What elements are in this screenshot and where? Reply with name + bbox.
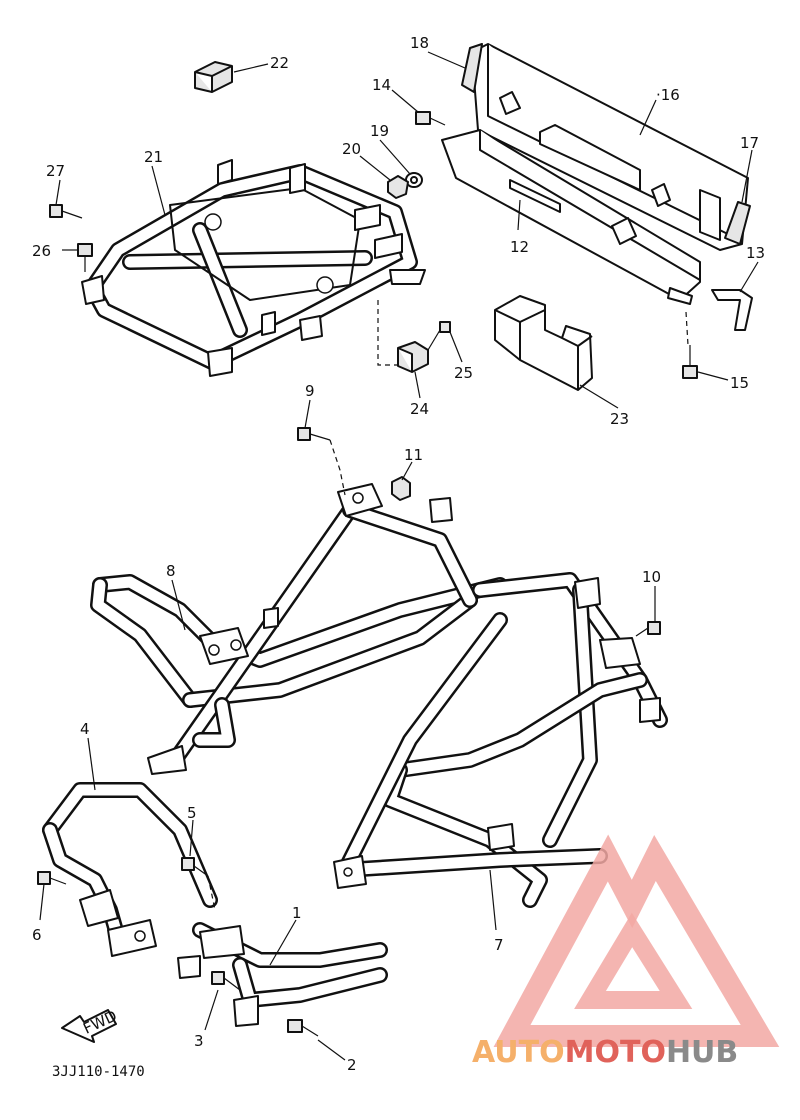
bolt-9 xyxy=(297,427,331,441)
clip-13 xyxy=(711,289,753,331)
callout-15: 15 xyxy=(730,374,749,392)
callout-12: 12 xyxy=(510,238,529,256)
watermark-text: AUTOMOTOHUB xyxy=(472,1035,738,1070)
bolt-5 xyxy=(181,857,209,877)
forward-arrow: FWD xyxy=(61,1007,120,1043)
dashed-guide-9 xyxy=(329,439,346,496)
bolt-25 xyxy=(427,321,451,351)
bolt-27 xyxy=(49,204,83,219)
watermark-text-moto: MOTO xyxy=(565,1035,666,1070)
watermark-text-hub: HUB xyxy=(666,1035,738,1070)
bolt-2 xyxy=(287,1019,319,1037)
callout-19: 19 xyxy=(370,122,389,140)
bolt-14 xyxy=(415,111,446,126)
bolt-26 xyxy=(77,243,93,272)
bolt-3 xyxy=(211,971,241,991)
callout-4: 4 xyxy=(80,720,90,738)
callout-11: 11 xyxy=(404,446,423,464)
callout-13: 13 xyxy=(746,244,765,262)
callout-22: 22 xyxy=(270,54,289,72)
nut-11 xyxy=(391,476,411,501)
cushion-23 xyxy=(494,295,593,391)
nut-20 xyxy=(387,175,409,199)
callout-20: 20 xyxy=(342,140,361,158)
callout-23: 23 xyxy=(610,410,629,428)
carrier-frame-21 xyxy=(81,159,426,377)
bolt-10 xyxy=(635,621,661,637)
callout-8: 8 xyxy=(166,562,176,580)
callout-25: 25 xyxy=(454,364,473,382)
callout-7: 7 xyxy=(494,936,504,954)
frame-8 xyxy=(90,483,508,775)
callout-18: 18 xyxy=(410,34,429,52)
callout-26: 26 xyxy=(32,242,51,260)
watermark-text-auto: AUTO xyxy=(472,1035,565,1070)
callout-14: 14 xyxy=(372,76,391,94)
bolt-6 xyxy=(37,871,67,885)
dashed-guide-5 xyxy=(207,875,216,911)
watermark-logo xyxy=(493,834,780,1047)
callout-6: 6 xyxy=(32,926,42,944)
callout-17: 17 xyxy=(740,134,759,152)
bracket-12 xyxy=(441,129,701,305)
callout-21: 21 xyxy=(144,148,163,166)
callout-24: 24 xyxy=(410,400,429,418)
cover-16 xyxy=(471,43,749,251)
forward-arrow-label: FWD xyxy=(80,1007,119,1038)
callout-3: 3 xyxy=(194,1032,204,1050)
bumper-4 xyxy=(42,782,218,957)
bumper-1 xyxy=(177,922,388,1027)
bolt-15 xyxy=(682,345,698,379)
callout-5: 5 xyxy=(187,804,197,822)
dashed-guide-24 xyxy=(377,300,398,366)
trim-18 xyxy=(461,43,483,93)
callout-1: 1 xyxy=(292,904,302,922)
callout-16: ·16 xyxy=(656,86,680,104)
callout-9: 9 xyxy=(305,382,315,400)
frame-7 xyxy=(333,572,668,908)
diagram-code: 3JJ110-1470 xyxy=(52,1064,145,1080)
rubber-block-22 xyxy=(194,61,233,93)
cap-17 xyxy=(724,201,751,245)
dashed-guide-15 xyxy=(685,311,689,346)
callouts: 1 2 3 4 5 6 7 8 9 10 11 12 13 14 15 ·16 xyxy=(32,34,765,1074)
callout-2: 2 xyxy=(347,1056,357,1074)
callout-10: 10 xyxy=(642,568,661,586)
cushion-24 xyxy=(397,341,429,373)
callout-27: 27 xyxy=(46,162,65,180)
